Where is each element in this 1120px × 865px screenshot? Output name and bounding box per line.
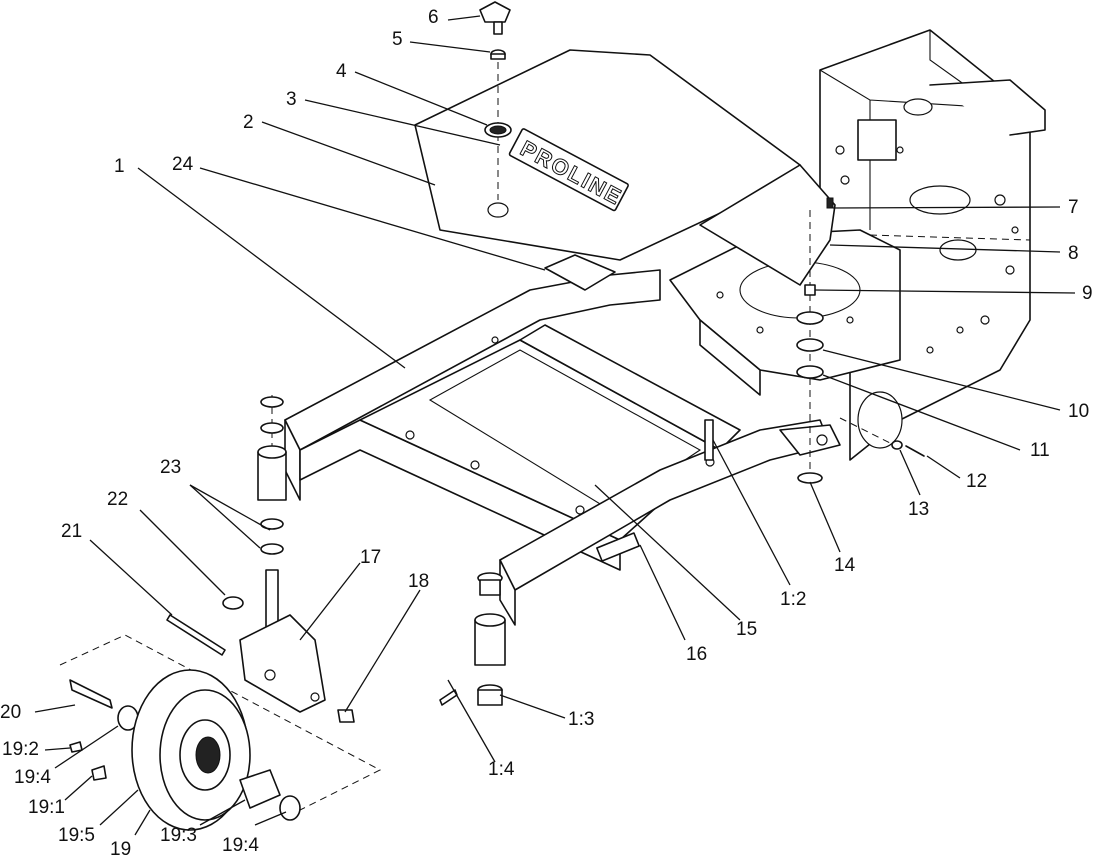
callout-1-2: 1:2 <box>780 589 807 610</box>
callout-18: 18 <box>408 571 430 592</box>
top-hardware <box>479 1 512 200</box>
callout-12: 12 <box>966 471 988 492</box>
main-subframe <box>284 269 841 626</box>
callout-7: 7 <box>1068 197 1079 218</box>
callout-24: 24 <box>172 154 194 175</box>
callout-20: 20 <box>0 702 22 723</box>
callout-4: 4 <box>336 61 347 82</box>
callout-9: 9 <box>1082 283 1093 304</box>
callout-19-4b: 19:4 <box>222 835 259 856</box>
callout-11: 11 <box>1030 440 1050 461</box>
callout-15: 15 <box>736 619 758 640</box>
callout-8: 8 <box>1068 243 1079 264</box>
callout-6: 6 <box>428 7 439 28</box>
caster-wheel <box>59 634 382 831</box>
callout-16: 16 <box>686 644 708 665</box>
leader-lines <box>34 15 1076 836</box>
callout-1: 1 <box>114 156 125 177</box>
callout-19-2: 19:2 <box>2 739 39 760</box>
callout-1-3: 1:3 <box>568 709 595 730</box>
callout-5: 5 <box>392 29 403 50</box>
callout-19-5: 19:5 <box>58 825 95 846</box>
callout-21: 21 <box>61 521 83 542</box>
callout-14: 14 <box>834 555 856 576</box>
callout-19-1: 19:1 <box>28 797 65 818</box>
front-caster-left <box>166 395 355 723</box>
callout-1-4: 1:4 <box>488 759 515 780</box>
right-hardware <box>796 197 925 484</box>
callout-19-4a: 19:4 <box>14 767 51 788</box>
callout-19: 19 <box>110 839 132 860</box>
top-cover: PROLINE <box>414 49 836 291</box>
callout-10: 10 <box>1068 401 1090 422</box>
callout-19-3: 19:3 <box>160 825 197 846</box>
callout-13: 13 <box>908 499 930 520</box>
callout-22: 22 <box>107 489 129 510</box>
callout-3: 3 <box>286 89 297 110</box>
callout-17: 17 <box>360 547 382 568</box>
callout-23: 23 <box>160 457 182 478</box>
callout-2: 2 <box>243 112 254 133</box>
front-caster-right <box>439 419 714 706</box>
